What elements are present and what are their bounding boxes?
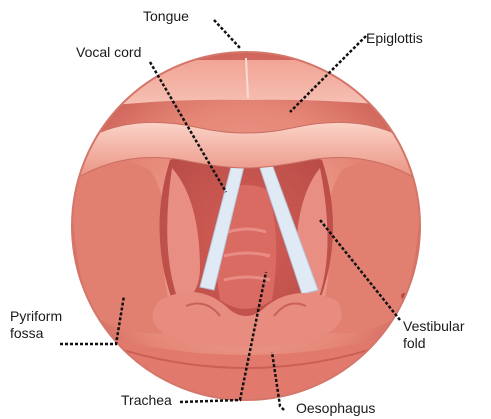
larynx-view [60,52,432,410]
label-tongue: Tongue [143,8,189,25]
label-vestibular-fold: Vestibular fold [403,318,464,352]
label-epiglottis: Epiglottis [366,30,423,47]
label-pyriform-fossa: Pyriform fossa [10,308,62,342]
label-vocal-cord: Vocal cord [76,44,141,61]
tongue-leader [214,20,240,48]
label-oesophagus: Oesophagus [296,400,375,417]
label-trachea: Trachea [121,392,172,409]
